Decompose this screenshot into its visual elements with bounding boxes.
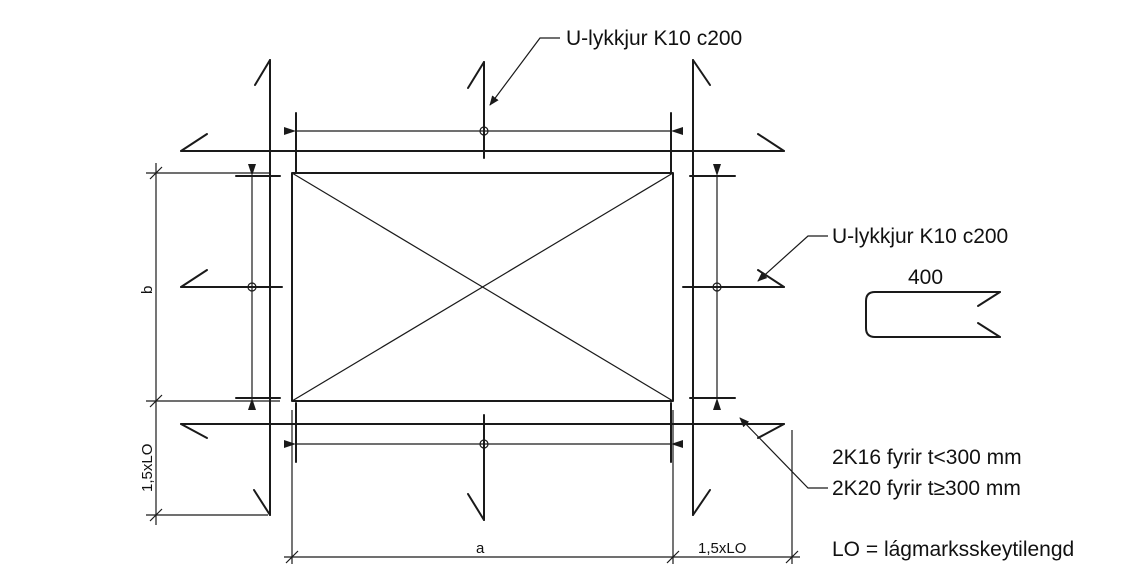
horizontal-extension-label: 1,5xLO bbox=[698, 540, 746, 557]
vertical-extension-label: 1,5xLO bbox=[139, 444, 156, 492]
hook-length-label: 400 bbox=[908, 266, 943, 289]
u-loop-top bbox=[284, 61, 683, 173]
side-rebar-label: U-lykkjur K10 c200 bbox=[832, 225, 1008, 248]
height-dimension-label: b bbox=[139, 286, 156, 294]
width-dimension-label: a bbox=[476, 540, 485, 557]
dimension-lines bbox=[146, 163, 800, 564]
u-loop-left bbox=[180, 164, 283, 410]
hook-detail bbox=[865, 291, 1001, 338]
leader-lines bbox=[489, 37, 828, 489]
u-loop-bottom bbox=[284, 402, 683, 521]
frame-bars bbox=[180, 59, 785, 516]
lo-definition-label: LO = lágmarksskeytilengd bbox=[832, 538, 1074, 561]
opening-outline bbox=[291, 172, 674, 402]
top-rebar-label: U-lykkjur K10 c200 bbox=[566, 27, 742, 50]
u-loop-right bbox=[682, 164, 785, 410]
corner-bar-thick-label: 2K20 fyrir t≥300 mm bbox=[832, 477, 1021, 500]
corner-bar-thin-label: 2K16 fyrir t<300 mm bbox=[832, 446, 1022, 469]
